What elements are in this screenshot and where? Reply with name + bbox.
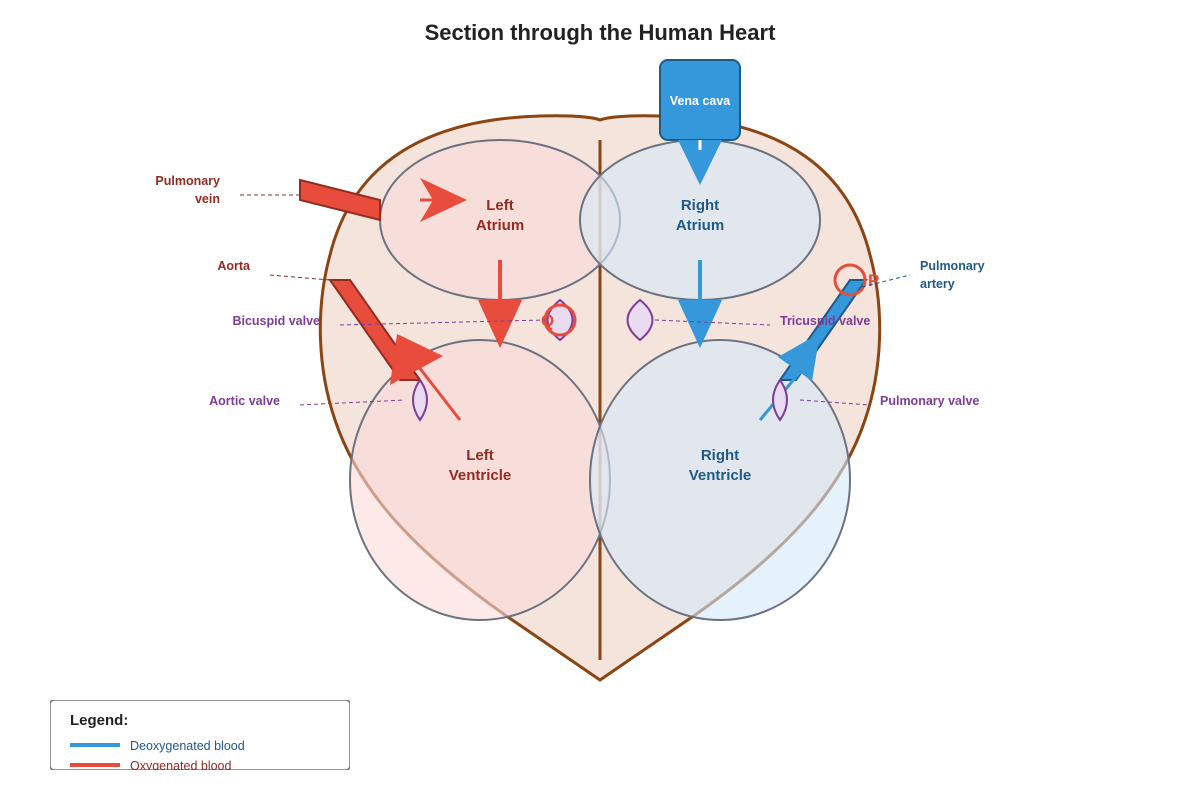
aortic-valve xyxy=(412,378,428,422)
left-atrium-label-line1: Left xyxy=(486,197,514,214)
pulmonary-artery-label-line2: artery xyxy=(920,277,955,291)
left-av-flow-arrowhead xyxy=(478,300,522,348)
aorta-leader xyxy=(269,274,331,281)
tricuspid-leader xyxy=(654,319,771,326)
pulmonary-vein-label-line2: vein xyxy=(195,192,220,206)
pulmonary-valve-label: Pulmonary valve xyxy=(880,394,979,408)
pulmonary-valve-leader xyxy=(799,399,871,406)
diagram-title: Section through the Human Heart xyxy=(425,20,776,45)
vena-cava-arrow xyxy=(678,140,722,185)
aorta-flow-arrowhead xyxy=(390,334,443,385)
right-atrium-label-line1: Right xyxy=(681,197,719,214)
bicuspid-leader xyxy=(339,319,546,326)
left-ventricle-label-line2: Ventricle xyxy=(449,467,512,484)
pulmonary-artery-label-line1: Pulmonary xyxy=(920,259,985,273)
bicuspid-valve xyxy=(546,298,574,342)
bicuspid-valve-label: Bicuspid valve xyxy=(232,314,320,328)
marker-q-label: Q xyxy=(541,311,554,330)
pulmonary-vein-label-line1: Pulmonary xyxy=(155,174,220,188)
pulmonary-vein-vessel xyxy=(299,178,381,222)
pulmonary-artery-flow-arrowhead xyxy=(778,333,820,381)
legend-oxygenated-label: Oxygenated blood xyxy=(130,759,232,773)
tricuspid-valve xyxy=(626,298,654,342)
aorta-label: Aorta xyxy=(217,259,251,273)
marker-p-circle xyxy=(833,263,867,297)
right-ventricle-label-line1: Right xyxy=(701,447,739,464)
pulmonary-artery-leader xyxy=(861,274,911,288)
right-av-flow-arrowhead xyxy=(678,300,722,348)
left-ventricle-label-line1: Left xyxy=(466,447,494,464)
aortic-valve-label: Aortic valve xyxy=(209,394,280,408)
aorta-flow-line xyxy=(413,361,462,421)
left-atrium-label-line2: Atrium xyxy=(476,217,524,234)
legend-deoxygenated-label: Deoxygenated blood xyxy=(130,739,245,753)
aortic-valve-leader xyxy=(299,399,406,406)
right-ventricle-label-line2: Ventricle xyxy=(689,467,752,484)
legend-title: Legend: xyxy=(70,712,128,729)
right-atrium-label-line2: Atrium xyxy=(676,217,724,234)
vena-cava-label: Vena cava xyxy=(670,94,732,108)
tricuspid-valve-label: Tricuspid valve xyxy=(780,314,870,328)
legend: Legend: Deoxygenated blood Oxygenated bl… xyxy=(50,700,350,773)
pulmonary-vein-arrowhead xyxy=(420,178,467,222)
pulmonary-valve xyxy=(772,378,788,422)
legend-box xyxy=(50,700,350,770)
marker-p-label: P xyxy=(868,271,879,290)
